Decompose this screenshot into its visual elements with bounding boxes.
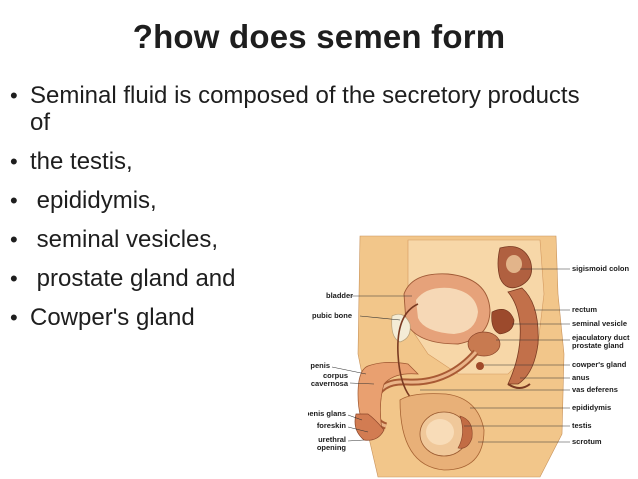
label-seminal-vesicle: seminal vesicle xyxy=(572,319,627,328)
bullet-text: prostate gland and xyxy=(30,265,236,292)
bullet-text: epididymis, xyxy=(30,187,157,214)
slide-title: ?how does semen form xyxy=(132,18,506,55)
bullet-dot-icon: • xyxy=(10,188,18,213)
bullet-item: • Seminal fluid is composed of the secret… xyxy=(10,82,590,136)
label-opening: opening xyxy=(317,443,347,452)
label-foreskin: foreskin xyxy=(317,421,347,430)
bullet-dot-icon: • xyxy=(10,266,18,291)
label-anus: anus xyxy=(572,373,590,382)
label-rectum: rectum xyxy=(572,305,597,314)
bullet-item: • seminal vesicles, xyxy=(10,226,610,253)
label-ejaculatory-duct: ejaculatory duct xyxy=(572,333,630,342)
bullet-item: • epididymis, xyxy=(10,187,610,214)
label-corpus: corpus xyxy=(323,371,348,380)
leader-lines xyxy=(331,268,570,443)
label-vas-deferens: vas deferens xyxy=(572,385,618,394)
bullet-text: Seminal fluid is composed of the secreto… xyxy=(30,82,580,136)
label-cavernosa: cavernosa xyxy=(311,379,349,388)
bullet-item: • prostate gland and xyxy=(10,265,610,292)
label-scrotum: scrotum xyxy=(572,437,602,446)
bullet-dot-icon: • xyxy=(10,227,18,252)
bullet-text: the testis, xyxy=(30,148,133,175)
bullet-text: seminal vesicles, xyxy=(30,226,219,253)
label-epididymis: epididymis xyxy=(572,403,611,412)
bullet-item: • Cowper's gland xyxy=(10,304,610,331)
label-bladder: bladder xyxy=(326,291,353,300)
label-cowpers-gland: cowper's gland xyxy=(572,360,627,369)
label-penis: penis xyxy=(310,361,330,370)
label-prostate-gland: prostate gland xyxy=(572,341,624,350)
label-sigmoid-colon: sigismoid colon xyxy=(572,264,630,273)
label-penis-glans: penis glans xyxy=(308,409,346,418)
anatomy-diagram: bladder pubic bone penis corpus cavernos… xyxy=(308,235,630,478)
anatomy-figure: bladder pubic bone penis corpus cavernos… xyxy=(308,234,638,479)
bullet-dot-icon: • xyxy=(10,149,18,174)
bullet-dot-icon: • xyxy=(10,305,18,330)
bullet-list: • Seminal fluid is composed of the secret… xyxy=(10,82,610,343)
label-testis: testis xyxy=(572,421,592,430)
anatomy-illustration xyxy=(354,235,565,478)
label-urethral: urethral xyxy=(318,435,346,444)
bullet-text: Cowper's gland xyxy=(30,304,195,331)
bullet-item: • the testis, xyxy=(10,148,610,175)
bullet-dot-icon: • xyxy=(10,83,18,108)
label-pubic-bone: pubic bone xyxy=(312,311,352,320)
